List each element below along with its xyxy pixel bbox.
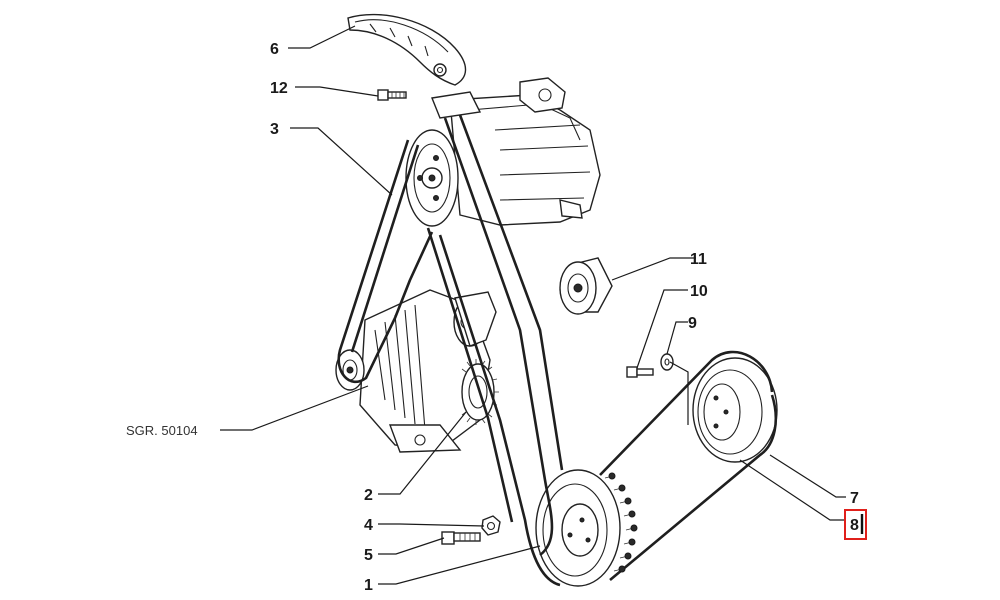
- callout-3: 3: [270, 121, 279, 138]
- callout-6: 6: [270, 41, 279, 58]
- part-12-bolt: [377, 89, 407, 101]
- callout-1: 1: [364, 577, 373, 594]
- part-11-idler-pulley: [559, 257, 613, 315]
- callout-8: 8: [850, 517, 859, 534]
- callout-labels: 6 12 3 11 10 9 7 8 2 4 5 1 SGR. 50104: [126, 41, 859, 594]
- crankshaft-pulley: [535, 469, 621, 587]
- part-3-belt: [337, 139, 434, 384]
- callout-11: 11: [690, 251, 707, 268]
- leader-lines: [220, 25, 846, 585]
- callout-4: 4: [364, 517, 373, 534]
- part-1-main-belt: [426, 114, 778, 587]
- ac-compressor: [405, 77, 601, 227]
- callout-9: 9: [688, 315, 697, 332]
- part-4-nut: [481, 515, 501, 536]
- callout-7: 7: [850, 490, 859, 507]
- callout-5: 5: [364, 547, 373, 564]
- part-7-pulley: [692, 357, 778, 463]
- alternator: [335, 289, 497, 453]
- callout-10: 10: [690, 283, 708, 300]
- highlight-box-callout-8: [844, 509, 867, 540]
- belt-teeth: [604, 472, 638, 573]
- sgr-reference-label: SGR. 50104: [126, 423, 198, 438]
- part-6-belt-guide: [347, 13, 467, 86]
- callout-12: 12: [270, 80, 288, 97]
- part-5-bolt: [441, 531, 481, 545]
- part-10-bolt: [626, 366, 654, 378]
- callout-2: 2: [364, 487, 373, 504]
